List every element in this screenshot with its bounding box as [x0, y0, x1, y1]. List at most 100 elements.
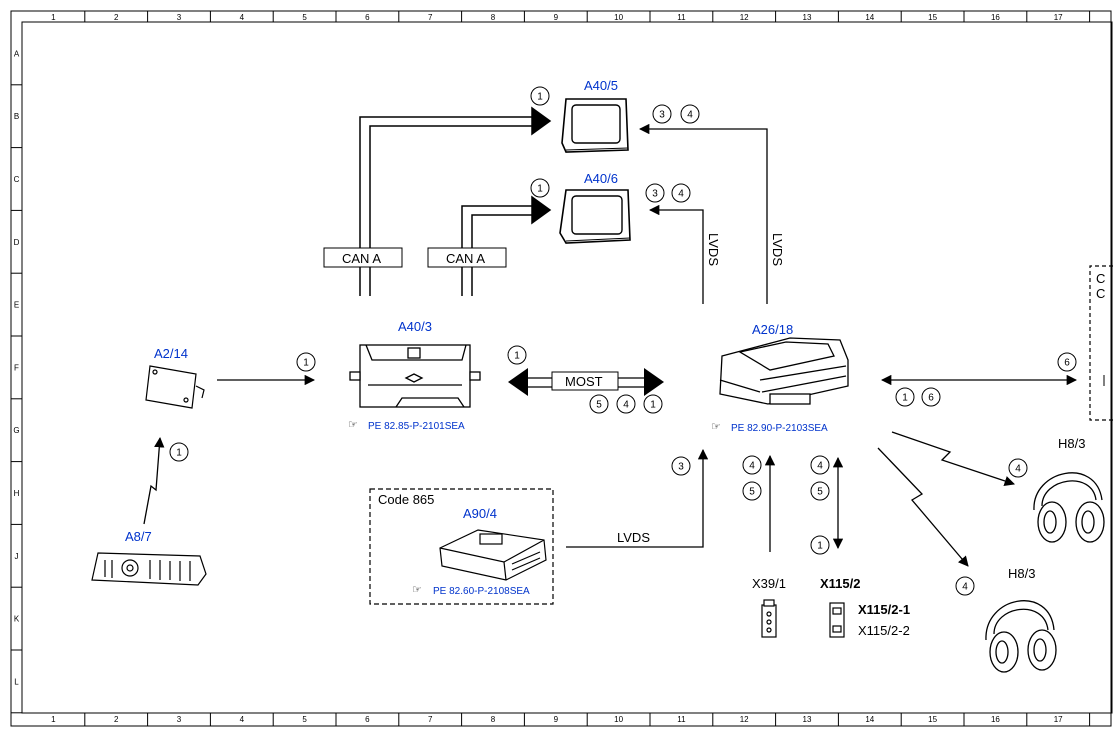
module-a90-4-icon [439, 529, 547, 581]
grid-column-label: 4 [240, 715, 245, 724]
grid-row-label: J [15, 552, 19, 561]
label-x115-2: X115/2 [820, 576, 861, 591]
grid-row-label: E [14, 301, 19, 310]
grid-column-label: 12 [740, 715, 749, 724]
wireless-to-h8-3-top [891, 431, 1015, 486]
callout-a40-5-1: 1 [530, 86, 550, 106]
svg-text:C: C [1096, 286, 1105, 301]
can-a-bus-right [461, 195, 552, 296]
svg-text:4: 4 [962, 582, 968, 593]
remote-a8-7-icon [91, 552, 207, 586]
can-a-box-right: CAN A [427, 247, 507, 268]
callout-most-1-top: 1 [507, 345, 527, 365]
callout-most-1: 1 [643, 394, 663, 414]
callout-most-5: 5 [589, 394, 609, 414]
grid-column-label: 14 [865, 13, 874, 22]
callout-lvds-a90-3: 3 [671, 456, 691, 476]
svg-text:3: 3 [652, 189, 658, 200]
svg-text:PE 82.60-P-2108SEA: PE 82.60-P-2108SEA [433, 586, 530, 597]
svg-text:1: 1 [537, 92, 543, 103]
svg-text:PE 82.85-P-2101SEA: PE 82.85-P-2101SEA [368, 421, 465, 432]
callout-a40-6-1: 1 [530, 178, 550, 198]
svg-text:5: 5 [817, 487, 823, 498]
unit-a26-18-icon [719, 337, 849, 405]
unit-a40-3-icon [349, 344, 481, 408]
callout-a2-14-1: 1 [296, 352, 316, 372]
grid-column-label: 3 [177, 13, 182, 22]
svg-text:3: 3 [678, 462, 684, 473]
display-a40-5-icon [561, 98, 629, 153]
callout-x39-5: 5 [742, 481, 762, 501]
svg-text:4: 4 [1015, 464, 1021, 475]
callout-a40-5-3: 3 [652, 104, 672, 124]
callout-a8-7-1: 1 [169, 442, 189, 462]
label-a2-14: A2/14 [154, 346, 188, 361]
grid-row-label: B [14, 112, 19, 121]
grid-row-label: L [14, 677, 19, 686]
grid-column-label: 1 [51, 715, 56, 724]
svg-text:1: 1 [650, 400, 656, 411]
ref-a26-18[interactable]: ☞ PE 82.90-P-2103SEA [711, 421, 828, 434]
grid-column-label: 6 [365, 715, 370, 724]
grid-column-label: 12 [740, 13, 749, 22]
svg-text:6: 6 [928, 393, 934, 404]
callout-right-6-low: 6 [921, 387, 941, 407]
grid-column-label: 17 [1054, 13, 1063, 22]
svg-text:1: 1 [303, 358, 309, 369]
wireless-a8-7-to-a2-14 [143, 436, 165, 525]
callout-x115-1: 1 [810, 535, 830, 555]
grid-column-label: 5 [302, 715, 307, 724]
ref-a90-4[interactable]: ☞ PE 82.60-P-2108SEA [412, 584, 530, 597]
label-a40-5: A40/5 [584, 78, 618, 93]
svg-text:1: 1 [537, 184, 543, 195]
svg-text:5: 5 [596, 400, 602, 411]
grid-column-label: 7 [428, 715, 433, 724]
headphones-h8-3-bottom-icon [985, 600, 1057, 673]
can-a-box-left: CAN A [323, 247, 403, 268]
callout-x115-5: 5 [810, 481, 830, 501]
ref-a40-3[interactable]: ☞ PE 82.85-P-2101SEA [348, 419, 465, 432]
grid-column-label: 10 [614, 13, 623, 22]
headphones-h8-3-top-icon [1033, 472, 1105, 543]
grid-column-label: 5 [302, 13, 307, 22]
connector-x115-2-icon [829, 602, 845, 638]
grid-row-label: A [14, 49, 20, 58]
svg-text:1: 1 [817, 541, 823, 552]
lvds-to-a40-6 [648, 204, 704, 304]
lvds-to-a40-5 [638, 123, 768, 304]
right-dashed-box: C C [1089, 265, 1113, 421]
grid-column-label: 16 [991, 13, 1000, 22]
grid-column-label: 6 [365, 13, 370, 22]
drawing-inner-frame [21, 21, 1113, 714]
svg-text:5: 5 [749, 487, 755, 498]
callout-h8-top-4: 4 [1008, 458, 1028, 478]
drawing-frame [10, 10, 1112, 727]
callout-a40-5-4: 4 [680, 104, 700, 124]
svg-text:4: 4 [623, 400, 629, 411]
label-a40-3: A40/3 [398, 319, 432, 334]
grid-column-label: 2 [114, 13, 119, 22]
grid-column-label: 1 [51, 13, 56, 22]
grid-column-label: 14 [865, 715, 874, 724]
module-a2-14-icon [145, 365, 205, 409]
grid-column-label: 11 [677, 715, 686, 724]
label-a40-6: A40/6 [584, 171, 618, 186]
grid-row-label: F [14, 363, 19, 372]
wireless-to-h8-3-bottom [877, 447, 969, 567]
can-a-bus-left [359, 106, 552, 296]
code-865-box [369, 488, 554, 605]
grid-column-label: 10 [614, 715, 623, 724]
lvds-a90-4-to-a26-18 [566, 448, 709, 548]
grid-column-label: 15 [928, 715, 937, 724]
hand-icon: ☞ [412, 584, 422, 596]
svg-text:4: 4 [817, 461, 823, 472]
callout-a40-6-3: 3 [645, 183, 665, 203]
grid-column-label: 9 [554, 715, 559, 724]
grid-column-label: 8 [491, 715, 496, 724]
grid-column-label: 11 [677, 13, 686, 22]
svg-text:1: 1 [902, 393, 908, 404]
callout-x115-4: 4 [810, 455, 830, 475]
svg-text:1: 1 [514, 351, 520, 362]
grid-column-label: 4 [240, 13, 245, 22]
